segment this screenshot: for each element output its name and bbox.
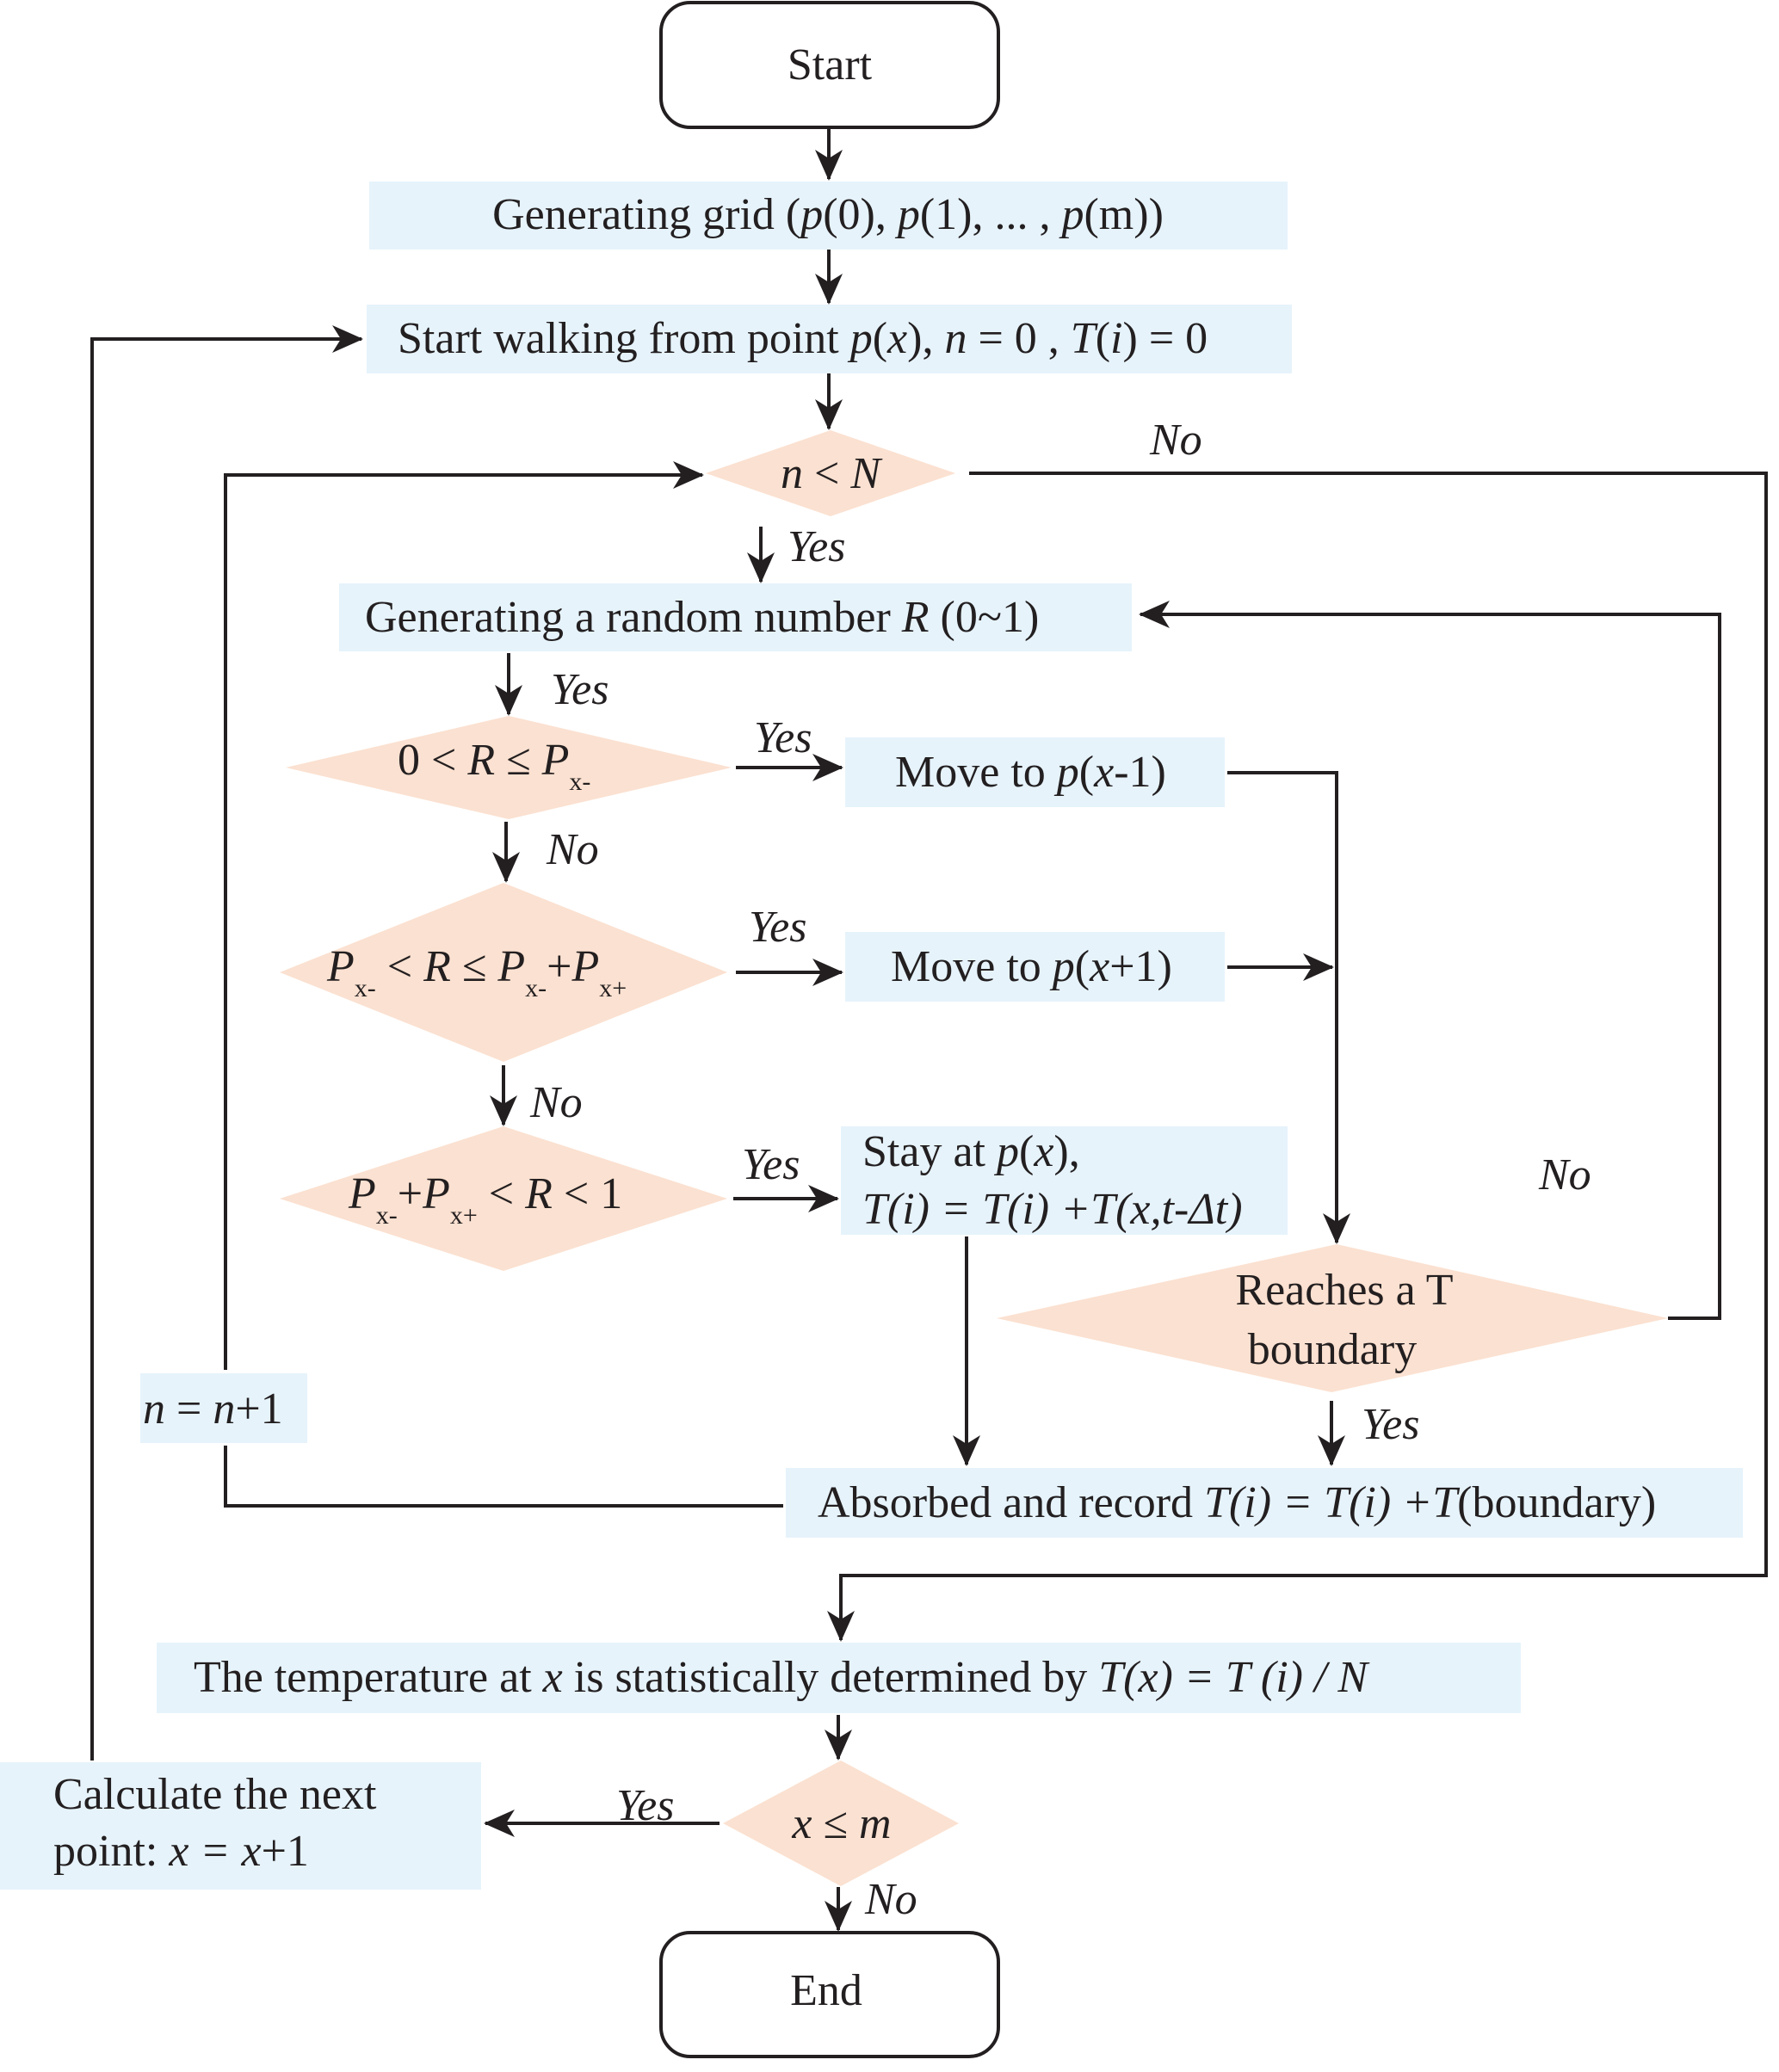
grid-process: Generating grid (p(0), p(1), ... , p(m)) [369,182,1288,250]
walk-process: Start walking from point p(x), n = 0 , T… [367,305,1292,373]
connectors [90,127,1768,1932]
edge-move-left-boundary [1227,771,1350,1244]
move-right-label: Move to p(x+1) [891,942,1172,991]
loop-check-label: n < N [781,449,883,498]
stay-label-line2: T(i) = T(i) +T(x,t-Δt) [862,1185,1243,1234]
edge-increment-loop [224,461,704,1370]
next-point-label-line1: Calculate the next [53,1770,377,1819]
boundary-yes-label: Yes [1362,1400,1419,1449]
cond2-no-label: No [529,1078,583,1127]
cond1-no-label: No [546,825,599,874]
edge-loop-no [827,472,1768,1642]
boundary-label-line2: boundary [1248,1325,1417,1374]
cond1-decision: 0 < R ≤ Px- [286,716,732,819]
cond3-label: Px-+Px+ < R < 1 [348,1169,622,1230]
increment-process: n = n+1 [140,1373,307,1443]
edge-next-point-walk [90,325,363,1761]
cond1-yes-label: Yes [754,713,812,762]
loop-check-decision: n < N [706,430,955,516]
move-right-process: Move to p(x+1) [845,932,1225,1002]
move-left-process: Move to p(x-1) [845,737,1225,807]
edge-absorbed-loop [224,1446,783,1508]
cond2-label: Px- < R ≤ Px-+Px+ [326,942,627,1002]
end-node: End [659,1931,1000,2058]
point-check-decision: x ≤ m [723,1761,959,1886]
increment-label: n = n+1 [143,1384,283,1434]
move-left-label: Move to p(x-1) [895,748,1166,797]
cond3-decision: Px-+Px+ < R < 1 [280,1126,727,1271]
point-check-label: x ≤ m [791,1799,891,1848]
end-label: End [790,1966,862,2015]
point-no-label: No [864,1875,917,1924]
edge-boundary-no [1139,601,1721,1320]
cond1-label: 0 < R ≤ Px- [398,736,590,796]
temperature-process: The temperature at x is statistically de… [157,1643,1521,1713]
start-label: Start [788,40,873,89]
boundary-label-line1: Reaches a T [1235,1266,1453,1315]
random-yes-label: Yes [551,665,608,714]
start-node: Start [659,1,1000,129]
random-process: Generating a random number R (0~1) [339,583,1132,651]
stay-process: Stay at p(x), T(i) = T(i) +T(x,t-Δt) [841,1126,1288,1235]
temperature-label: The temperature at x is statistically de… [194,1653,1370,1702]
next-point-label-line2: point: x = x+1 [53,1827,309,1876]
next-point-process: Calculate the next point: x = x+1 [0,1762,481,1890]
point-yes-label: Yes [616,1781,674,1830]
grid-label: Generating grid (p(0), p(1), ... , p(m)) [492,190,1164,239]
cond2-decision: Px- < R ≤ Px-+Px+ [280,883,727,1062]
absorbed-label: Absorbed and record T(i) = T(i) +T(bound… [818,1478,1656,1527]
loop-no-label: No [1149,416,1202,465]
absorbed-process: Absorbed and record T(i) = T(i) +T(bound… [786,1468,1743,1538]
boundary-no-label: No [1538,1150,1591,1199]
stay-label-line1: Stay at p(x), [862,1127,1080,1176]
walk-label: Start walking from point p(x), n = 0 , T… [398,314,1208,363]
random-label: Generating a random number R (0~1) [365,593,1039,642]
boundary-decision: Reaches a T boundary [997,1244,1668,1392]
loop-yes-label: Yes [788,522,845,571]
cond2-yes-label: Yes [749,903,806,952]
cond3-yes-label: Yes [742,1140,800,1189]
